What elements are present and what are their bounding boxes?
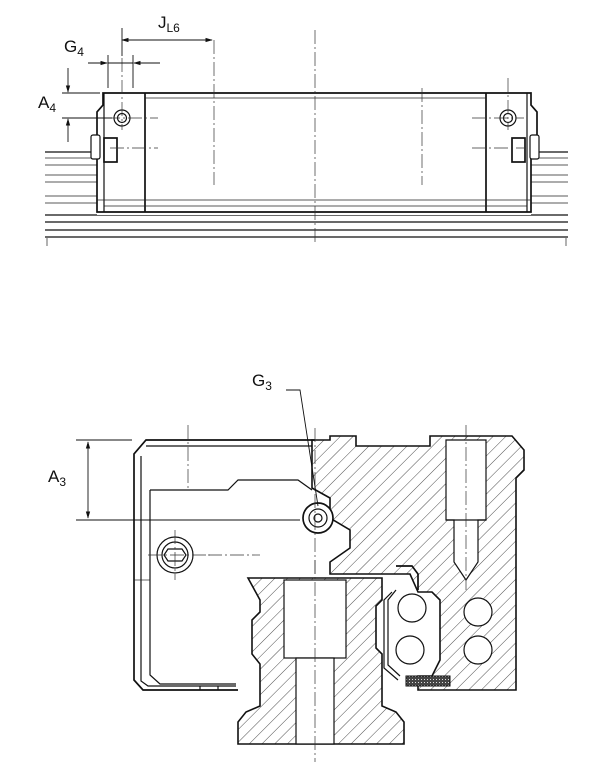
rail-section	[208, 554, 405, 762]
carriage-body	[90, 92, 540, 215]
label-g4: G4	[64, 37, 84, 59]
lube-port-g3	[302, 502, 334, 534]
carriage-right-half	[311, 425, 525, 691]
label-a3: A3	[48, 467, 66, 489]
top-view: JL6 G4 A4	[38, 13, 568, 246]
section-view: A3 G3	[48, 371, 525, 762]
label-a4: A4	[38, 93, 56, 115]
label-g3: G3	[252, 371, 272, 393]
ball-circuit	[383, 589, 493, 681]
dimension-jl6: JL6	[121, 13, 213, 56]
dimension-g4: G4	[64, 37, 160, 88]
dimension-a3: A3	[48, 439, 300, 521]
carriage-left-half	[133, 425, 315, 691]
dimension-a4: A4	[38, 68, 112, 142]
leader-g3: G3	[252, 371, 319, 507]
label-jl6: JL6	[158, 13, 180, 35]
seal-strip	[405, 675, 451, 687]
